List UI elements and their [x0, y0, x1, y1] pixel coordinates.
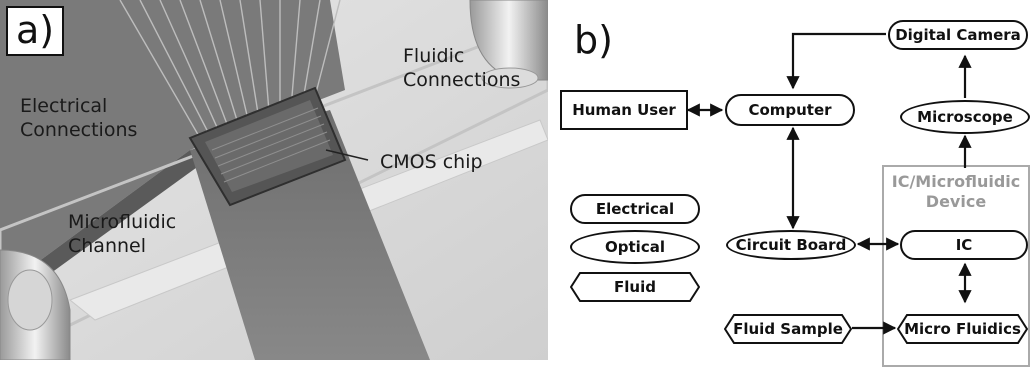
- hex-shape: [570, 272, 700, 302]
- panel-a-tag: a): [6, 6, 64, 56]
- fluidic-connections-label: Fluidic Connections: [403, 45, 521, 91]
- panel-b-tag: b): [574, 18, 613, 62]
- diagram-arrows: [686, 32, 972, 335]
- node-human-user: Human User: [560, 90, 688, 130]
- legend-fluid: Fluid: [570, 272, 700, 302]
- node-ic: IC: [900, 230, 1028, 260]
- chip-rendering-panel: a) Electrical Connections Fluidic Connec…: [0, 0, 548, 360]
- node-microscope: Microscope: [900, 100, 1030, 134]
- node-micro-fluidics-label: Micro Fluidics: [904, 320, 1021, 338]
- node-fluid-sample-label: Fluid Sample: [733, 320, 843, 338]
- legend-fluid-label: Fluid: [614, 278, 656, 296]
- microfluidic-channel-label: Microfluidic Channel: [68, 211, 177, 257]
- node-digital-camera: Digital Camera: [888, 20, 1028, 50]
- hex-shape: [897, 314, 1028, 344]
- hex-shape: [724, 314, 852, 344]
- node-micro-fluidics: Micro Fluidics: [897, 314, 1028, 344]
- node-circuit-board: Circuit Board: [726, 230, 856, 260]
- device-boundary-box: [882, 165, 1030, 367]
- cmos-chip-label: CMOS chip: [380, 151, 483, 173]
- system-diagram-panel: b) IC/Microfluidic Device: [552, 0, 1031, 368]
- chip-rendering-illustration: [0, 0, 548, 360]
- node-computer: Computer: [725, 94, 855, 126]
- arrow-camera-to-computer: [786, 32, 886, 90]
- electrical-connections-label: Electrical Connections: [20, 95, 138, 141]
- legend-optical: Optical: [570, 230, 700, 264]
- legend-electrical: Electrical: [570, 194, 700, 224]
- device-boundary-label: IC/Microfluidic Device: [891, 172, 1021, 211]
- node-fluid-sample: Fluid Sample: [724, 314, 852, 344]
